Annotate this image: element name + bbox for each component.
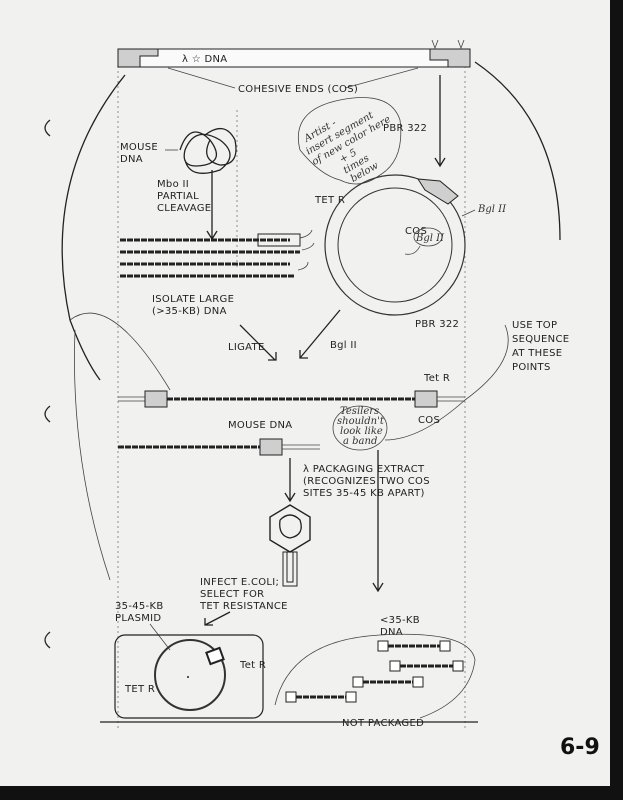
bglii-inner-label: Bgl II — [415, 233, 445, 244]
tetr-ligated-label: Tet R — [423, 373, 450, 384]
artist-note-bubble — [298, 97, 402, 185]
note-line: Tesilers — [340, 406, 379, 417]
cohesive-ends-label: COHESIVE ENDS (COS) — [238, 84, 358, 95]
ligate-arrow — [239, 324, 277, 361]
use-top-note: USE TOP — [512, 320, 557, 331]
packaging-arrow — [284, 458, 296, 503]
infect-arrow — [204, 611, 231, 626]
packaging-label: λ PACKAGING EXTRACT — [303, 464, 425, 475]
mbo-label: CLEAVAGE — [157, 203, 211, 214]
packaging-label: SITES 35-45 KB APART) — [303, 488, 425, 499]
not-packaged-label: NOT PACKAGED — [342, 718, 424, 729]
note-line: look like — [340, 426, 383, 437]
punch-hole-mark — [44, 405, 51, 423]
tetr-right-label: Tet R — [239, 660, 266, 671]
short-dna-fragments — [285, 640, 464, 703]
connector-curves — [69, 312, 171, 581]
note-line: shouldn't — [337, 416, 385, 427]
small-dna-label: <35-KB — [380, 615, 420, 626]
ligated-dna — [118, 390, 465, 456]
use-top-note: AT THESE — [512, 348, 562, 359]
bglii-arrow-label: Bgl II — [330, 340, 357, 351]
use-top-pointer — [384, 324, 509, 441]
tetr-left-label: TET R — [124, 684, 155, 695]
infect-label: TET RESISTANCE — [199, 601, 288, 612]
infect-label: INFECT E.COLI; — [200, 577, 279, 588]
plasmid-size-label: 35-45-KB — [115, 601, 163, 612]
pbr322-top-label: PBR 322 — [383, 123, 427, 134]
mbo-label: PARTIAL — [157, 191, 199, 202]
down-arrow-to-plasmid — [434, 75, 446, 168]
band-note-bubble — [332, 405, 388, 451]
mouse-dna-tangle-icon — [179, 128, 237, 174]
mouse-dna-label: DNA — [120, 154, 143, 165]
pbr322-plasmid — [324, 174, 466, 316]
note-line: a band — [343, 436, 377, 447]
dna-fragments — [120, 229, 315, 278]
plasmid-size-label: PLASMID — [115, 613, 161, 624]
not-packaged-outline — [274, 633, 476, 719]
bglii-arrow — [299, 309, 341, 359]
small-dna-label: DNA — [380, 627, 403, 638]
mbo-label: Mbo II — [157, 179, 189, 190]
packaging-label: (RECOGNIZES TWO COS — [303, 476, 430, 487]
bglii-site-label: Bgl II — [477, 204, 507, 215]
use-top-note: SEQUENCE — [512, 334, 569, 345]
isolate-label: (>35-KB) DNA — [152, 306, 227, 317]
right-curved-arrow — [474, 61, 561, 241]
cos-pointer-lines — [167, 67, 419, 89]
panel-frame — [100, 66, 478, 730]
ligate-label: LIGATE — [228, 342, 265, 353]
use-top-note: POINTS — [512, 362, 551, 373]
left-curved-arrow — [61, 74, 126, 381]
pbr322-bottom-label: PBR 322 — [415, 319, 459, 330]
lambda-dna-bar — [117, 39, 471, 68]
mouse-dna-label: MOUSE — [120, 142, 158, 153]
punch-hole-mark — [44, 119, 51, 137]
mouse-dna-ligated-label: MOUSE DNA — [228, 420, 292, 431]
tetr-label: TET R — [314, 195, 345, 206]
cos-ligated-label: COS — [418, 415, 440, 426]
small-dna-arrow — [372, 450, 384, 593]
isolate-label: ISOLATE LARGE — [152, 294, 234, 305]
page-number: 6-9 — [560, 735, 600, 760]
punch-hole-mark — [44, 631, 51, 649]
ecoli-cell — [114, 634, 264, 719]
infect-label: SELECT FOR — [200, 589, 264, 600]
lambda-dna-label: λ ☆ DNA — [182, 54, 227, 65]
paper — [0, 0, 610, 786]
cos-label: COS — [405, 226, 427, 237]
phage-particle-icon — [269, 504, 311, 587]
